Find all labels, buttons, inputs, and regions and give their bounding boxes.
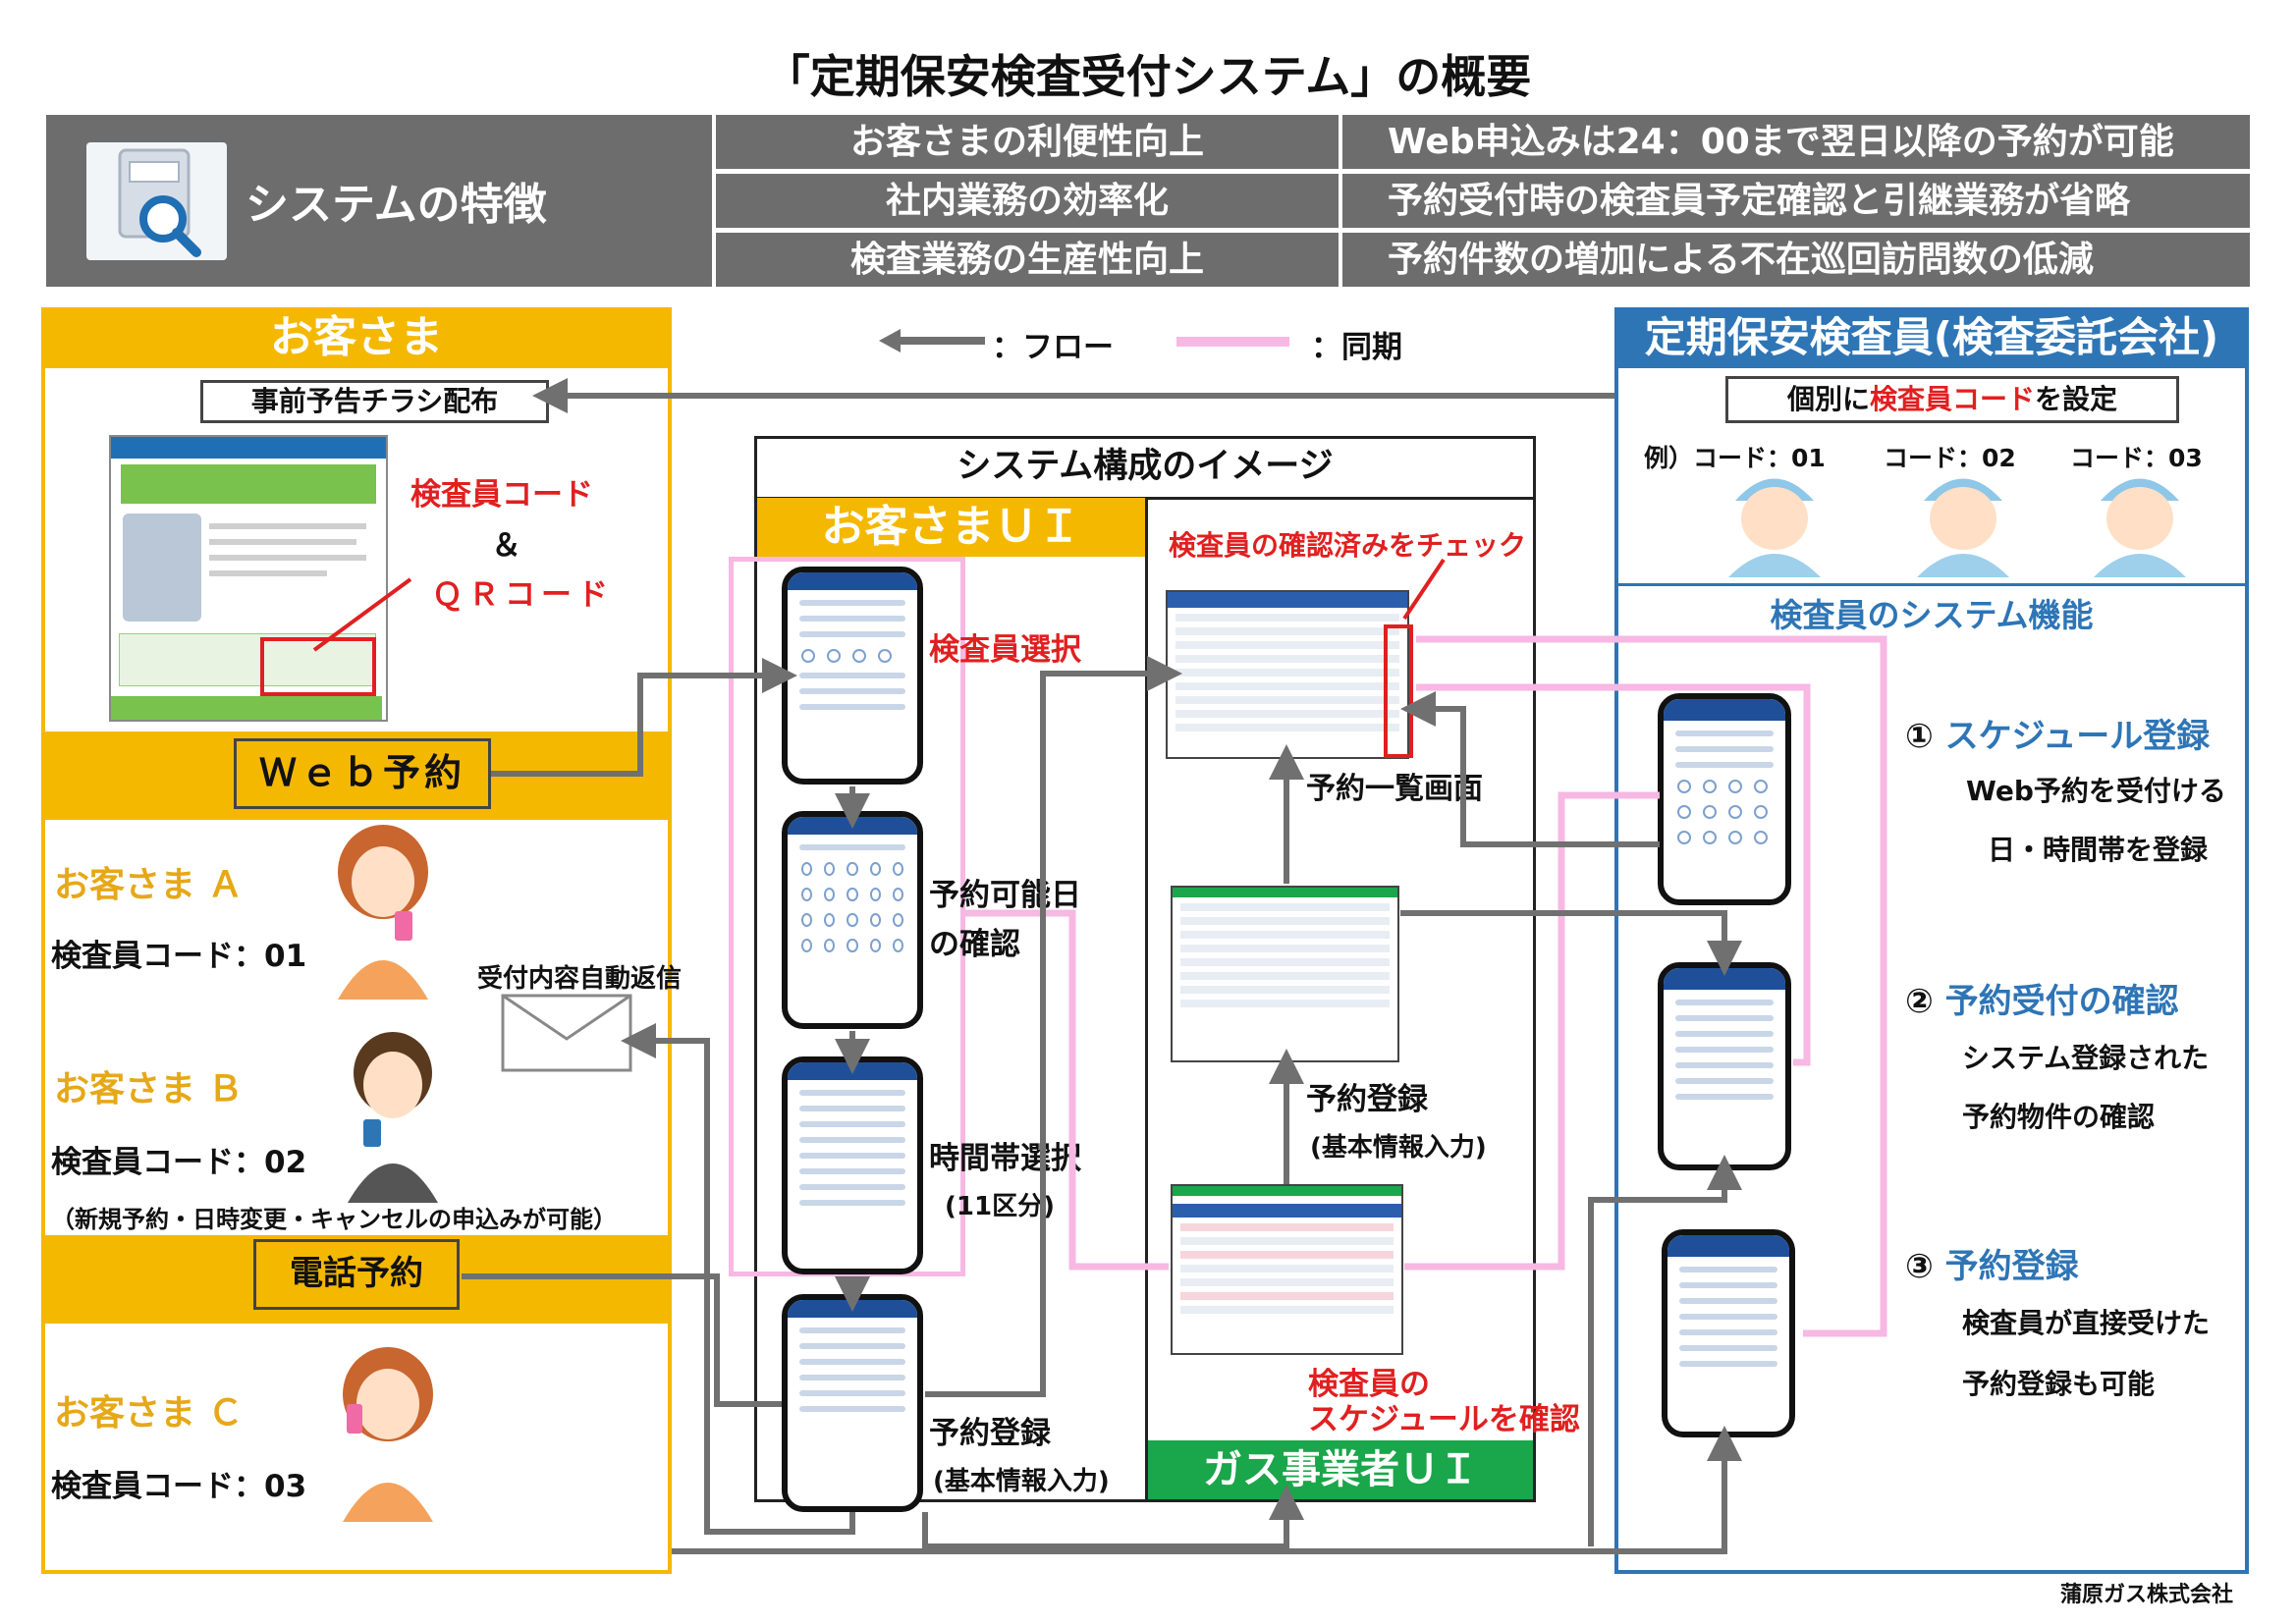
function-2-line2: 予約物件の確認: [1962, 1101, 2156, 1133]
feature-aim-2: 社内業務の効率化: [716, 174, 1339, 228]
step-slot-2: (11区分): [945, 1192, 1055, 1221]
customer-c-code: 検査員コード：03: [51, 1469, 307, 1504]
flyer-callout-qr: ＱＲコード: [432, 577, 614, 613]
gas-meter-search-icon: [86, 142, 227, 260]
inspector-example-code-1: 例）コード：01: [1644, 444, 1826, 472]
step-date-1: 予約可能日: [929, 878, 1081, 913]
function-1-heading: ① スケジュール登録: [1905, 709, 2210, 757]
step-reg-1: 予約登録: [929, 1416, 1051, 1451]
feature-aim-3: 検査業務の生産性向上: [716, 233, 1339, 287]
legend-sync-line: [1176, 337, 1289, 347]
function-2-heading: ② 予約受付の確認: [1905, 974, 2179, 1022]
flyer-callout-amp: ＆: [491, 528, 521, 564]
inspector-3-illustration: [2086, 461, 2194, 581]
admin-sched-2: スケジュールを確認: [1308, 1402, 1580, 1437]
flyer-label: 事前予告チラシ配布: [200, 380, 549, 423]
legend-flow-arrow-icon: [879, 329, 987, 356]
function-3-num: ③: [1905, 1247, 1934, 1286]
admin-registration-screen: [1171, 886, 1399, 1062]
function-1-line1: Web予約を受付ける: [1966, 775, 2226, 807]
function-3-line1: 検査員が直接受けた: [1962, 1307, 2211, 1339]
function-1-title: スケジュール登録: [1944, 717, 2211, 756]
feature-detail-1: Web申込みは24：00まで翌日以降の予約が可能: [1342, 115, 2250, 169]
system-divider: [1145, 498, 1148, 1499]
feature-detail-2: 予約受付時の検査員予定確認と引継業務が省略: [1342, 174, 2250, 228]
reservation-list-screen: [1166, 590, 1409, 759]
inspector-heading: 定期保安検査員(検査委託会社): [1614, 307, 2249, 368]
customer-note: （新規予約・日時変更・キャンセルの申込みが可能）: [51, 1206, 617, 1233]
step-slot-1: 時間帯選択: [929, 1141, 1081, 1176]
function-3-heading: ③ 予約登録: [1905, 1239, 2079, 1287]
legend-sync-label: ：同期: [1311, 330, 1402, 365]
inspector-code-box: 個別に検査員コードを設定: [1725, 376, 2179, 423]
flyer-callout-code: 検査員コード: [410, 477, 593, 513]
step-reg-2: (基本情報入力): [933, 1467, 1110, 1496]
inspector-code-2: コード：02: [1884, 444, 2016, 472]
customer-b-illustration: [334, 1026, 452, 1207]
code-box-post: を設定: [2035, 383, 2118, 415]
step-date-2: の確認: [929, 927, 1020, 962]
inspector-2-illustration: [1909, 461, 2017, 581]
step-inspector-select: 検査員選択: [929, 632, 1081, 668]
inspector-phone-confirm: [1658, 962, 1791, 1170]
auto-reply-label: 受付内容自動返信: [477, 964, 683, 994]
inspector-phone-register: [1662, 1229, 1795, 1437]
customer-heading: お客さま: [41, 307, 672, 368]
phone-registration: [782, 1294, 923, 1512]
customer-a-code: 検査員コード：01: [51, 939, 307, 974]
gas-ui-heading: ガス事業者ＵＩ: [1148, 1440, 1533, 1499]
customer-b-name: お客さま Ｂ: [54, 1069, 244, 1110]
function-2-title: 予約受付の確認: [1944, 982, 2179, 1021]
flyer-image: [109, 435, 388, 722]
customer-b-code: 検査員コード：02: [51, 1145, 307, 1180]
function-2-line1: システム登録された: [1962, 1042, 2210, 1074]
function-1-line2: 日・時間帯を登録: [1988, 834, 2209, 866]
admin-check-note: 検査員の確認済みをチェック: [1169, 529, 1527, 562]
code-box-red: 検査員コード: [1869, 383, 2035, 415]
function-1-num: ①: [1905, 717, 1934, 756]
customer-c-name: お客さま Ｃ: [54, 1393, 244, 1434]
web-reservation-label: Ｗｅｂ予約: [234, 738, 491, 809]
function-3-line2: 予約登録も可能: [1962, 1368, 2156, 1400]
inspector-code-3: コード：03: [2070, 444, 2203, 472]
customer-c-illustration: [329, 1345, 447, 1526]
features-heading: システムの特徴: [246, 180, 547, 230]
admin-list-label: 予約一覧画面: [1306, 772, 1483, 806]
customer-a-illustration: [324, 823, 442, 1003]
code-box-pre: 個別に: [1786, 383, 1870, 415]
inspector-1-illustration: [1721, 461, 1829, 581]
company-name: 蒲原ガス株式会社: [2060, 1583, 2234, 1607]
function-3-title: 予約登録: [1944, 1247, 2079, 1286]
phone-reservation-label: 電話予約: [253, 1239, 460, 1310]
legend-flow-label: ：フロー: [992, 330, 1114, 365]
admin-sched-1: 検査員の: [1308, 1367, 1430, 1402]
customer-a-name: お客さま Ａ: [54, 865, 244, 905]
customer-ui-heading: お客さまＵＩ: [757, 498, 1145, 557]
page-title: 「定期保安検査受付システム」の概要: [764, 50, 1532, 103]
inspector-functions-heading: 検査員のシステム機能: [1770, 596, 2094, 634]
phone-time-slot: [782, 1056, 923, 1274]
function-2-num: ②: [1905, 982, 1934, 1021]
feature-aim-1: お客さまの利便性向上: [716, 115, 1339, 169]
inspector-phone-schedule: [1658, 693, 1791, 905]
inspector-schedule-screen: [1171, 1184, 1403, 1355]
admin-reg-2: (基本情報入力): [1310, 1133, 1487, 1163]
feature-detail-3: 予約件数の増加による不在巡回訪問数の低減: [1342, 233, 2250, 287]
admin-reg-1: 予約登録: [1306, 1082, 1428, 1117]
inspector-divider: [1614, 583, 2249, 586]
